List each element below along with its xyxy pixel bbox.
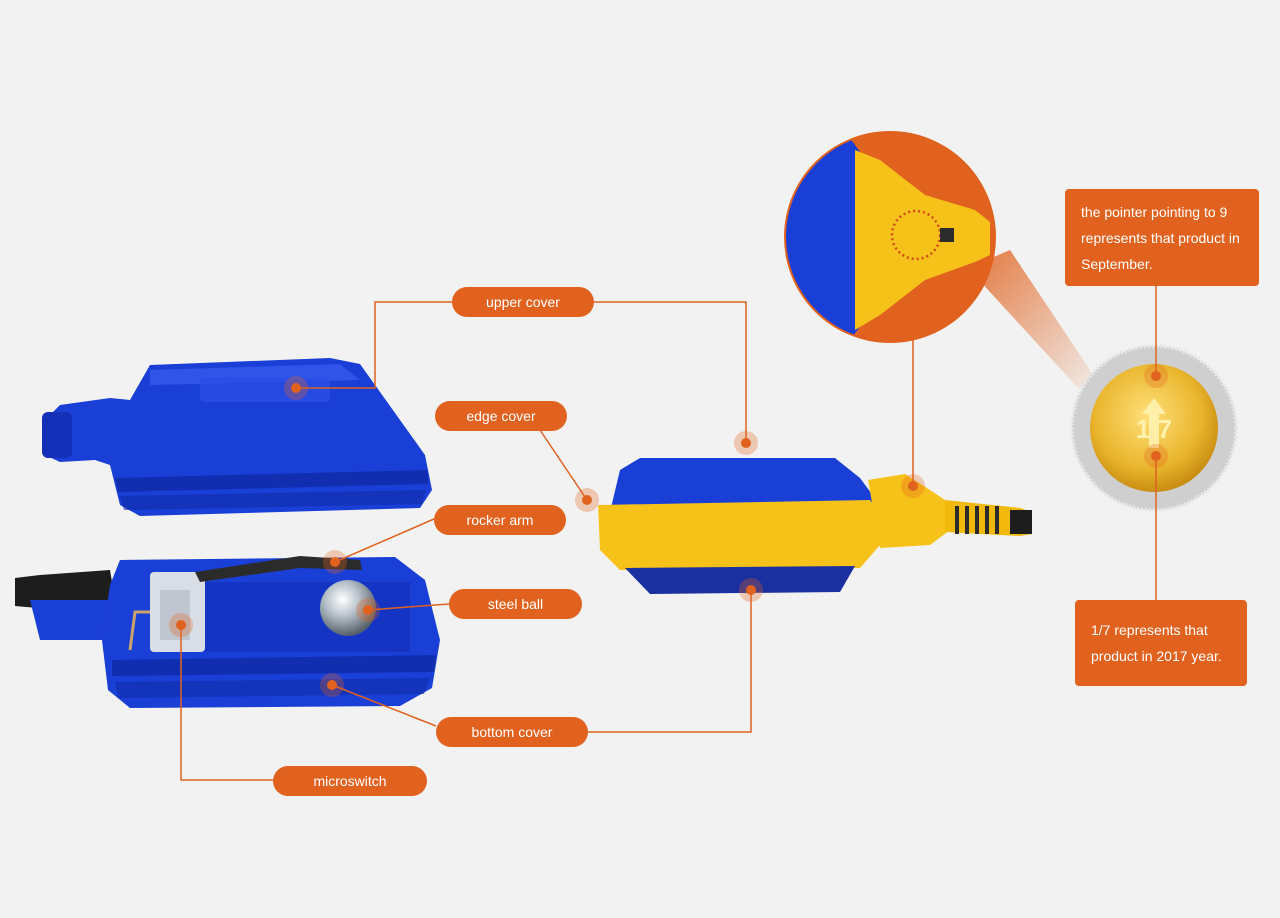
- note-year: 1/7 represents that product in 2017 year…: [1075, 600, 1247, 686]
- hotspot-dot-icon[interactable]: [1144, 444, 1168, 468]
- hotspot-dot-icon[interactable]: [901, 474, 925, 498]
- leader-bottom-cover-right: [588, 590, 752, 733]
- label-upper-cover: upper cover: [452, 287, 594, 317]
- zoom-detail-circle: [784, 131, 1098, 388]
- hotspot-dot-icon[interactable]: [284, 376, 308, 400]
- label-rocker-arm: rocker arm: [434, 505, 566, 535]
- hotspot-dot-icon[interactable]: [356, 598, 380, 622]
- hotspot-dot-icon[interactable]: [320, 673, 344, 697]
- leader-microswitch: [180, 625, 273, 781]
- leader-upper-cover-left: [296, 301, 452, 389]
- note-month: the pointer pointing to 9 represents tha…: [1065, 189, 1259, 286]
- note-year-line-2: product in 2017 year.: [1091, 648, 1222, 664]
- leader-steel-ball: [367, 603, 450, 611]
- bottom-cover-illustration: [15, 556, 440, 708]
- note-month-line-2: represents that product in: [1081, 230, 1240, 246]
- label-steel-ball: steel ball: [449, 589, 582, 619]
- note-year-line-1: 1/7 represents that: [1091, 622, 1208, 638]
- date-dial: 1 7: [1070, 344, 1238, 512]
- label-edge-cover: edge cover: [435, 401, 567, 431]
- hotspots: [169, 364, 1168, 697]
- hotspot-dot-icon[interactable]: [734, 431, 758, 455]
- label-bottom-cover: bottom cover: [436, 717, 588, 747]
- assembled-float-switch: [598, 458, 1032, 594]
- leader-bottom-cover-left: [331, 684, 437, 727]
- leader-upper-cover-right: [594, 301, 747, 443]
- dial-center-text: 1 7: [1136, 414, 1172, 444]
- hotspot-dot-icon[interactable]: [323, 550, 347, 574]
- label-microswitch: microswitch: [273, 766, 427, 796]
- note-month-line-3: September.: [1081, 256, 1153, 272]
- note-month-line-1: the pointer pointing to 9: [1081, 204, 1228, 220]
- hotspot-dot-icon[interactable]: [1144, 364, 1168, 388]
- hotspot-dot-icon[interactable]: [575, 488, 599, 512]
- leader-edge-cover: [539, 429, 588, 501]
- hotspot-dot-icon[interactable]: [169, 613, 193, 637]
- upper-cover-illustration: [42, 358, 432, 516]
- hotspot-dot-icon[interactable]: [739, 578, 763, 602]
- leader-rocker-arm: [334, 518, 435, 563]
- leader-lines: [180, 286, 1157, 781]
